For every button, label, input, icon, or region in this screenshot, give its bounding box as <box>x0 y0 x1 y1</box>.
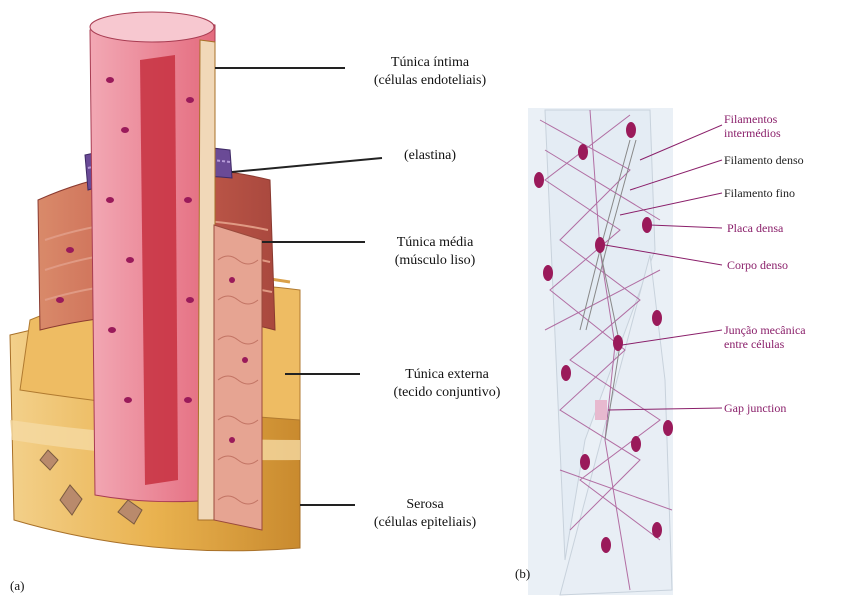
label-line1: Junção mecânica <box>724 323 806 337</box>
label-juncao-mecanica: Junção mecânica entre células <box>724 323 806 351</box>
label-line1: Corpo denso <box>727 258 788 272</box>
label-line1: Placa densa <box>727 221 783 235</box>
label-line1: (elastina) <box>385 147 475 165</box>
label-gap-junction: Gap junction <box>724 401 786 415</box>
smooth-muscle-illustration <box>528 108 673 595</box>
label-serosa: Serosa (células epiteliais) <box>350 496 500 532</box>
label-filamento-denso: Filamento denso <box>724 153 804 167</box>
label-line1: Gap junction <box>724 401 786 415</box>
label-corpo-denso: Corpo denso <box>727 258 788 272</box>
label-line1: Filamento fino <box>724 186 795 200</box>
label-line2: (células epiteliais) <box>350 514 500 532</box>
vessel-illustration <box>10 12 300 551</box>
label-tunica-media: Túnica média (músculo liso) <box>365 234 505 270</box>
label-placa-densa: Placa densa <box>727 221 783 235</box>
label-line2: intermédios <box>724 126 781 140</box>
label-line1: Filamentos <box>724 112 781 126</box>
label-line1: Filamento denso <box>724 153 804 167</box>
label-line1: Túnica externa <box>362 366 532 384</box>
label-filamento-fino: Filamento fino <box>724 186 795 200</box>
label-line1: Túnica íntima <box>345 54 515 72</box>
label-tunica-externa: Túnica externa (tecido conjuntivo) <box>362 366 532 402</box>
label-elastina: (elastina) <box>385 147 475 165</box>
gap-junction-mark <box>595 400 607 420</box>
label-tunica-intima: Túnica íntima (células endoteliais) <box>345 54 515 90</box>
label-line1: Serosa <box>350 496 500 514</box>
label-line2: (músculo liso) <box>365 252 505 270</box>
label-line2: entre células <box>724 337 806 351</box>
label-line2: (células endoteliais) <box>345 72 515 90</box>
label-line1: Túnica média <box>365 234 505 252</box>
panel-letter-b: (b) <box>515 566 530 582</box>
panel-letter-a: (a) <box>10 578 24 594</box>
label-line2: (tecido conjuntivo) <box>362 384 532 402</box>
label-filamentos-intermedios: Filamentos intermédios <box>724 112 781 140</box>
